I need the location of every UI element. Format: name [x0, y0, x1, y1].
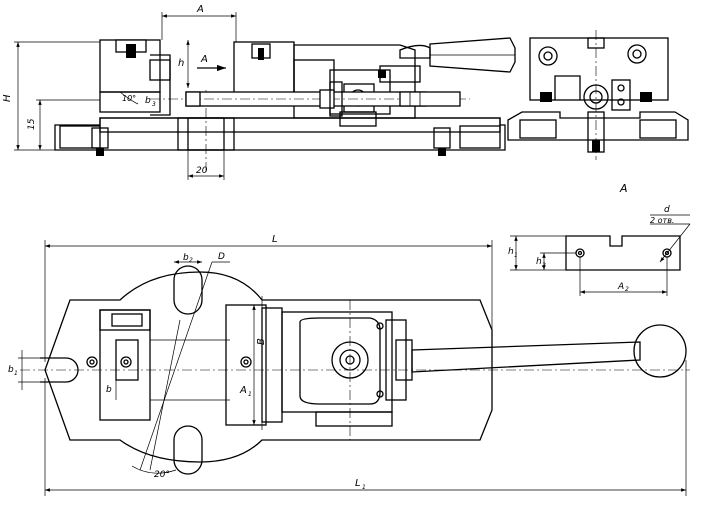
dim-L1-sub: 1 — [362, 484, 366, 491]
dim-h: h — [178, 58, 184, 69]
dim-b2: b — [183, 253, 189, 263]
dim-H: H — [2, 94, 13, 102]
view-A-title: A — [619, 182, 628, 195]
view-arrow-A: A — [200, 54, 208, 65]
dim-A2-sub: 2 — [625, 286, 629, 293]
dim-h2-sub: 2 — [542, 262, 546, 269]
dim-A1-sub: 1 — [248, 391, 252, 398]
dim-h1-sub: 1 — [514, 252, 518, 259]
dim-h2: h — [536, 257, 542, 267]
dim-20: 20 — [196, 166, 208, 176]
side-view — [507, 30, 689, 160]
detail-view-A: A h 1 h 2 A 2 d 2 отв. — [508, 182, 691, 296]
dim-b3: b — [145, 96, 151, 106]
angle-20: 20° — [154, 470, 170, 480]
angle-10: 10° — [122, 94, 136, 103]
dim-b1-sub: 1 — [14, 370, 18, 377]
section-view: A h A H 15 10° b 3 20 — [2, 4, 516, 180]
dim-d: d — [664, 205, 670, 215]
plan-view: B A 1 L L 1 b 2 D — [8, 234, 690, 496]
dim-b: b — [106, 385, 112, 395]
dim-A-top: A — [196, 4, 204, 15]
dim-L: L — [272, 234, 278, 245]
dim-15: 15 — [27, 118, 37, 130]
holes-note: 2 отв. — [650, 216, 674, 225]
dim-A1: A — [239, 385, 247, 396]
dim-L1: L — [355, 478, 361, 489]
dim-b1: b — [8, 365, 14, 375]
dim-B: B — [256, 338, 267, 345]
dim-A2: A — [617, 282, 624, 292]
dim-b3-sub: 3 — [152, 101, 156, 108]
dim-D: D — [218, 252, 225, 262]
dim-h1: h — [508, 247, 514, 257]
dim-b2-sub: 2 — [189, 257, 193, 264]
